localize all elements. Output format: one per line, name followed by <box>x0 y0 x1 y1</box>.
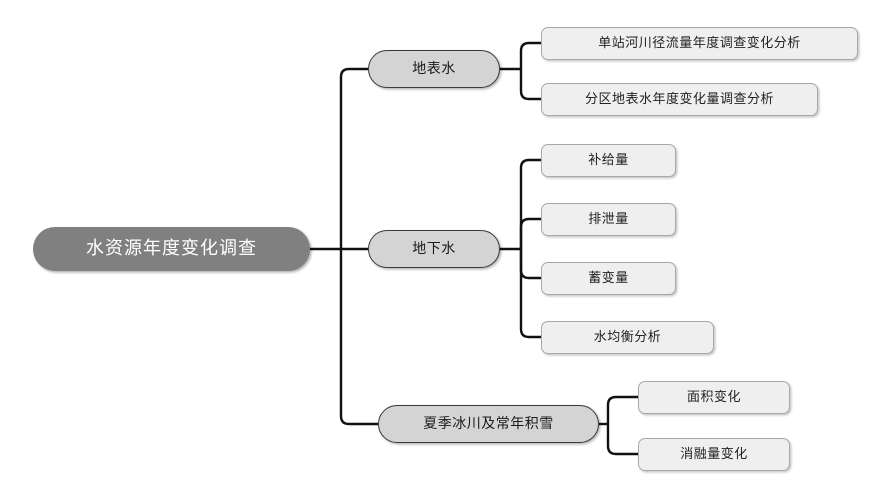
connector-groundwater-child-4 <box>519 249 541 339</box>
connector-glacier-child-1 <box>606 395 638 424</box>
leaf-node-storage-change-label: 蓄变量 <box>588 271 629 286</box>
leaf-node-ablation-change-label: 消融量变化 <box>680 447 748 462</box>
leaf-node-storage-change[interactable]: 蓄变量 <box>541 262 676 295</box>
connector-glacier-child-2 <box>606 424 638 456</box>
connector-groundwater-child-1 <box>519 158 541 249</box>
branch-node-groundwater[interactable]: 地下水 <box>368 230 500 268</box>
leaf-node-discharge-label: 排泄量 <box>588 212 629 227</box>
leaf-node-station-runoff-analysis-label: 单站河川径流量年度调查变化分析 <box>598 36 801 51</box>
leaf-node-water-balance-analysis[interactable]: 水均衡分析 <box>541 321 714 354</box>
connector-root-to-glacier <box>339 249 378 426</box>
connector-groundwater-child-3 <box>519 249 541 280</box>
leaf-node-zonal-surface-water-analysis[interactable]: 分区地表水年度变化量调查分析 <box>541 83 818 116</box>
branch-node-glacier-and-snow-label: 夏季冰川及常年积雪 <box>423 416 554 432</box>
leaf-node-ablation-change[interactable]: 消融量变化 <box>638 438 790 471</box>
branch-node-surface-water[interactable]: 地表水 <box>368 50 500 88</box>
leaf-node-station-runoff-analysis[interactable]: 单站河川径流量年度调查变化分析 <box>541 27 858 60</box>
leaf-node-recharge[interactable]: 补给量 <box>541 144 676 177</box>
branch-node-surface-water-label: 地表水 <box>412 61 456 77</box>
connector-root-to-surface-water <box>339 67 368 249</box>
root-node-label: 水资源年度变化调查 <box>86 238 257 259</box>
branch-node-glacier-and-snow[interactable]: 夏季冰川及常年积雪 <box>378 405 599 443</box>
connector-groundwater-child-2 <box>519 217 541 249</box>
leaf-node-discharge[interactable]: 排泄量 <box>541 203 676 236</box>
root-node[interactable]: 水资源年度变化调查 <box>33 227 310 271</box>
leaf-node-water-balance-analysis-label: 水均衡分析 <box>593 330 662 345</box>
branch-node-groundwater-label: 地下水 <box>412 241 456 257</box>
leaf-node-zonal-surface-water-analysis-label: 分区地表水年度变化量调查分析 <box>584 92 774 107</box>
leaf-node-area-change[interactable]: 面积变化 <box>638 381 790 414</box>
connector-surface-water-child-2 <box>519 69 541 101</box>
leaf-node-recharge-label: 补给量 <box>588 153 629 168</box>
connector-surface-water-child-1 <box>519 41 541 69</box>
leaf-node-area-change-label: 面积变化 <box>686 390 741 405</box>
